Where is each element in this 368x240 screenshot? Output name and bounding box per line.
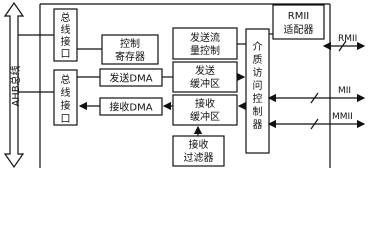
mac-char: 介 xyxy=(253,41,263,53)
mac-char: 质 xyxy=(253,54,263,66)
bus-interface-bottom: 总 线 接 口 xyxy=(53,69,78,126)
mii-label: MII xyxy=(338,86,351,96)
ahb-bus-arrow: AHB总线 xyxy=(3,1,25,169)
tx-dma-box: 发送DMA xyxy=(99,68,163,87)
rx-filter-label: 过滤器 xyxy=(184,151,214,164)
rx-dma-label: 接收DMA xyxy=(109,101,152,114)
bus-interface-bottom-char: 总 xyxy=(61,73,71,86)
rx-filter-label: 接收 xyxy=(189,138,209,151)
rx-filter-box: 接收 过滤器 xyxy=(172,135,225,167)
mac-char: 访 xyxy=(253,67,263,79)
rx-buffer-label: 缓冲区 xyxy=(190,110,220,123)
tx-dma-label: 发送DMA xyxy=(109,72,152,85)
bus-interface-top-char: 线 xyxy=(61,23,71,36)
control-register-label: 寄存器 xyxy=(115,50,145,63)
tx-flow-control-box: 发送流 量控制 xyxy=(172,27,238,60)
rx-buffer-box: 接收 缓冲区 xyxy=(172,94,238,126)
mii-interface: MII xyxy=(267,86,366,104)
control-register-label: 控制 xyxy=(120,37,140,50)
rmii-interface: RMII xyxy=(322,34,366,52)
mac-char: 控 xyxy=(253,92,263,105)
bus-interface-bottom-char: 口 xyxy=(61,114,71,125)
mac-char: 制 xyxy=(253,105,263,118)
rmii-label: RMII xyxy=(338,34,357,44)
module-border xyxy=(39,3,331,168)
tx-buffer-label: 缓冲区 xyxy=(190,77,220,90)
mac-box: 介 质 访 问 控 制 器 xyxy=(245,28,270,154)
control-register-box: 控制 寄存器 xyxy=(101,34,159,65)
bus-interface-top-char: 口 xyxy=(61,49,71,60)
mmii-label: MMII xyxy=(332,112,353,122)
rmii-adapter-label: RMII xyxy=(288,11,309,22)
mac-block-diagram: AHB总线 总 线 接 口 总 线 接 口 控制 寄存器 发送DMA 接收DMA xyxy=(3,1,366,169)
rx-buffer-label: 接收 xyxy=(195,97,215,110)
rmii-adapter-label: 适配器 xyxy=(284,24,314,36)
rmii-adapter-box: RMII 适配器 xyxy=(272,4,325,40)
bus-interface-top: 总 线 接 口 xyxy=(53,8,78,62)
rx-dma-box: 接收DMA xyxy=(99,97,163,116)
mac-char: 问 xyxy=(253,79,263,92)
tx-flow-control-label: 量控制 xyxy=(190,44,220,57)
tx-buffer-label: 发送 xyxy=(195,64,215,77)
bus-interface-bottom-char: 接 xyxy=(61,99,71,112)
bus-interface-bottom-char: 线 xyxy=(61,86,71,99)
mac-char: 器 xyxy=(253,119,263,131)
mmii-interface: MMII xyxy=(267,112,366,130)
tx-flow-control-label: 发送流 xyxy=(190,31,220,44)
ahb-bus-label: AHB总线 xyxy=(9,65,22,106)
tx-buffer-box: 发送 缓冲区 xyxy=(172,61,238,93)
bus-interface-top-char: 总 xyxy=(61,11,71,24)
bus-interface-top-char: 接 xyxy=(61,35,71,48)
